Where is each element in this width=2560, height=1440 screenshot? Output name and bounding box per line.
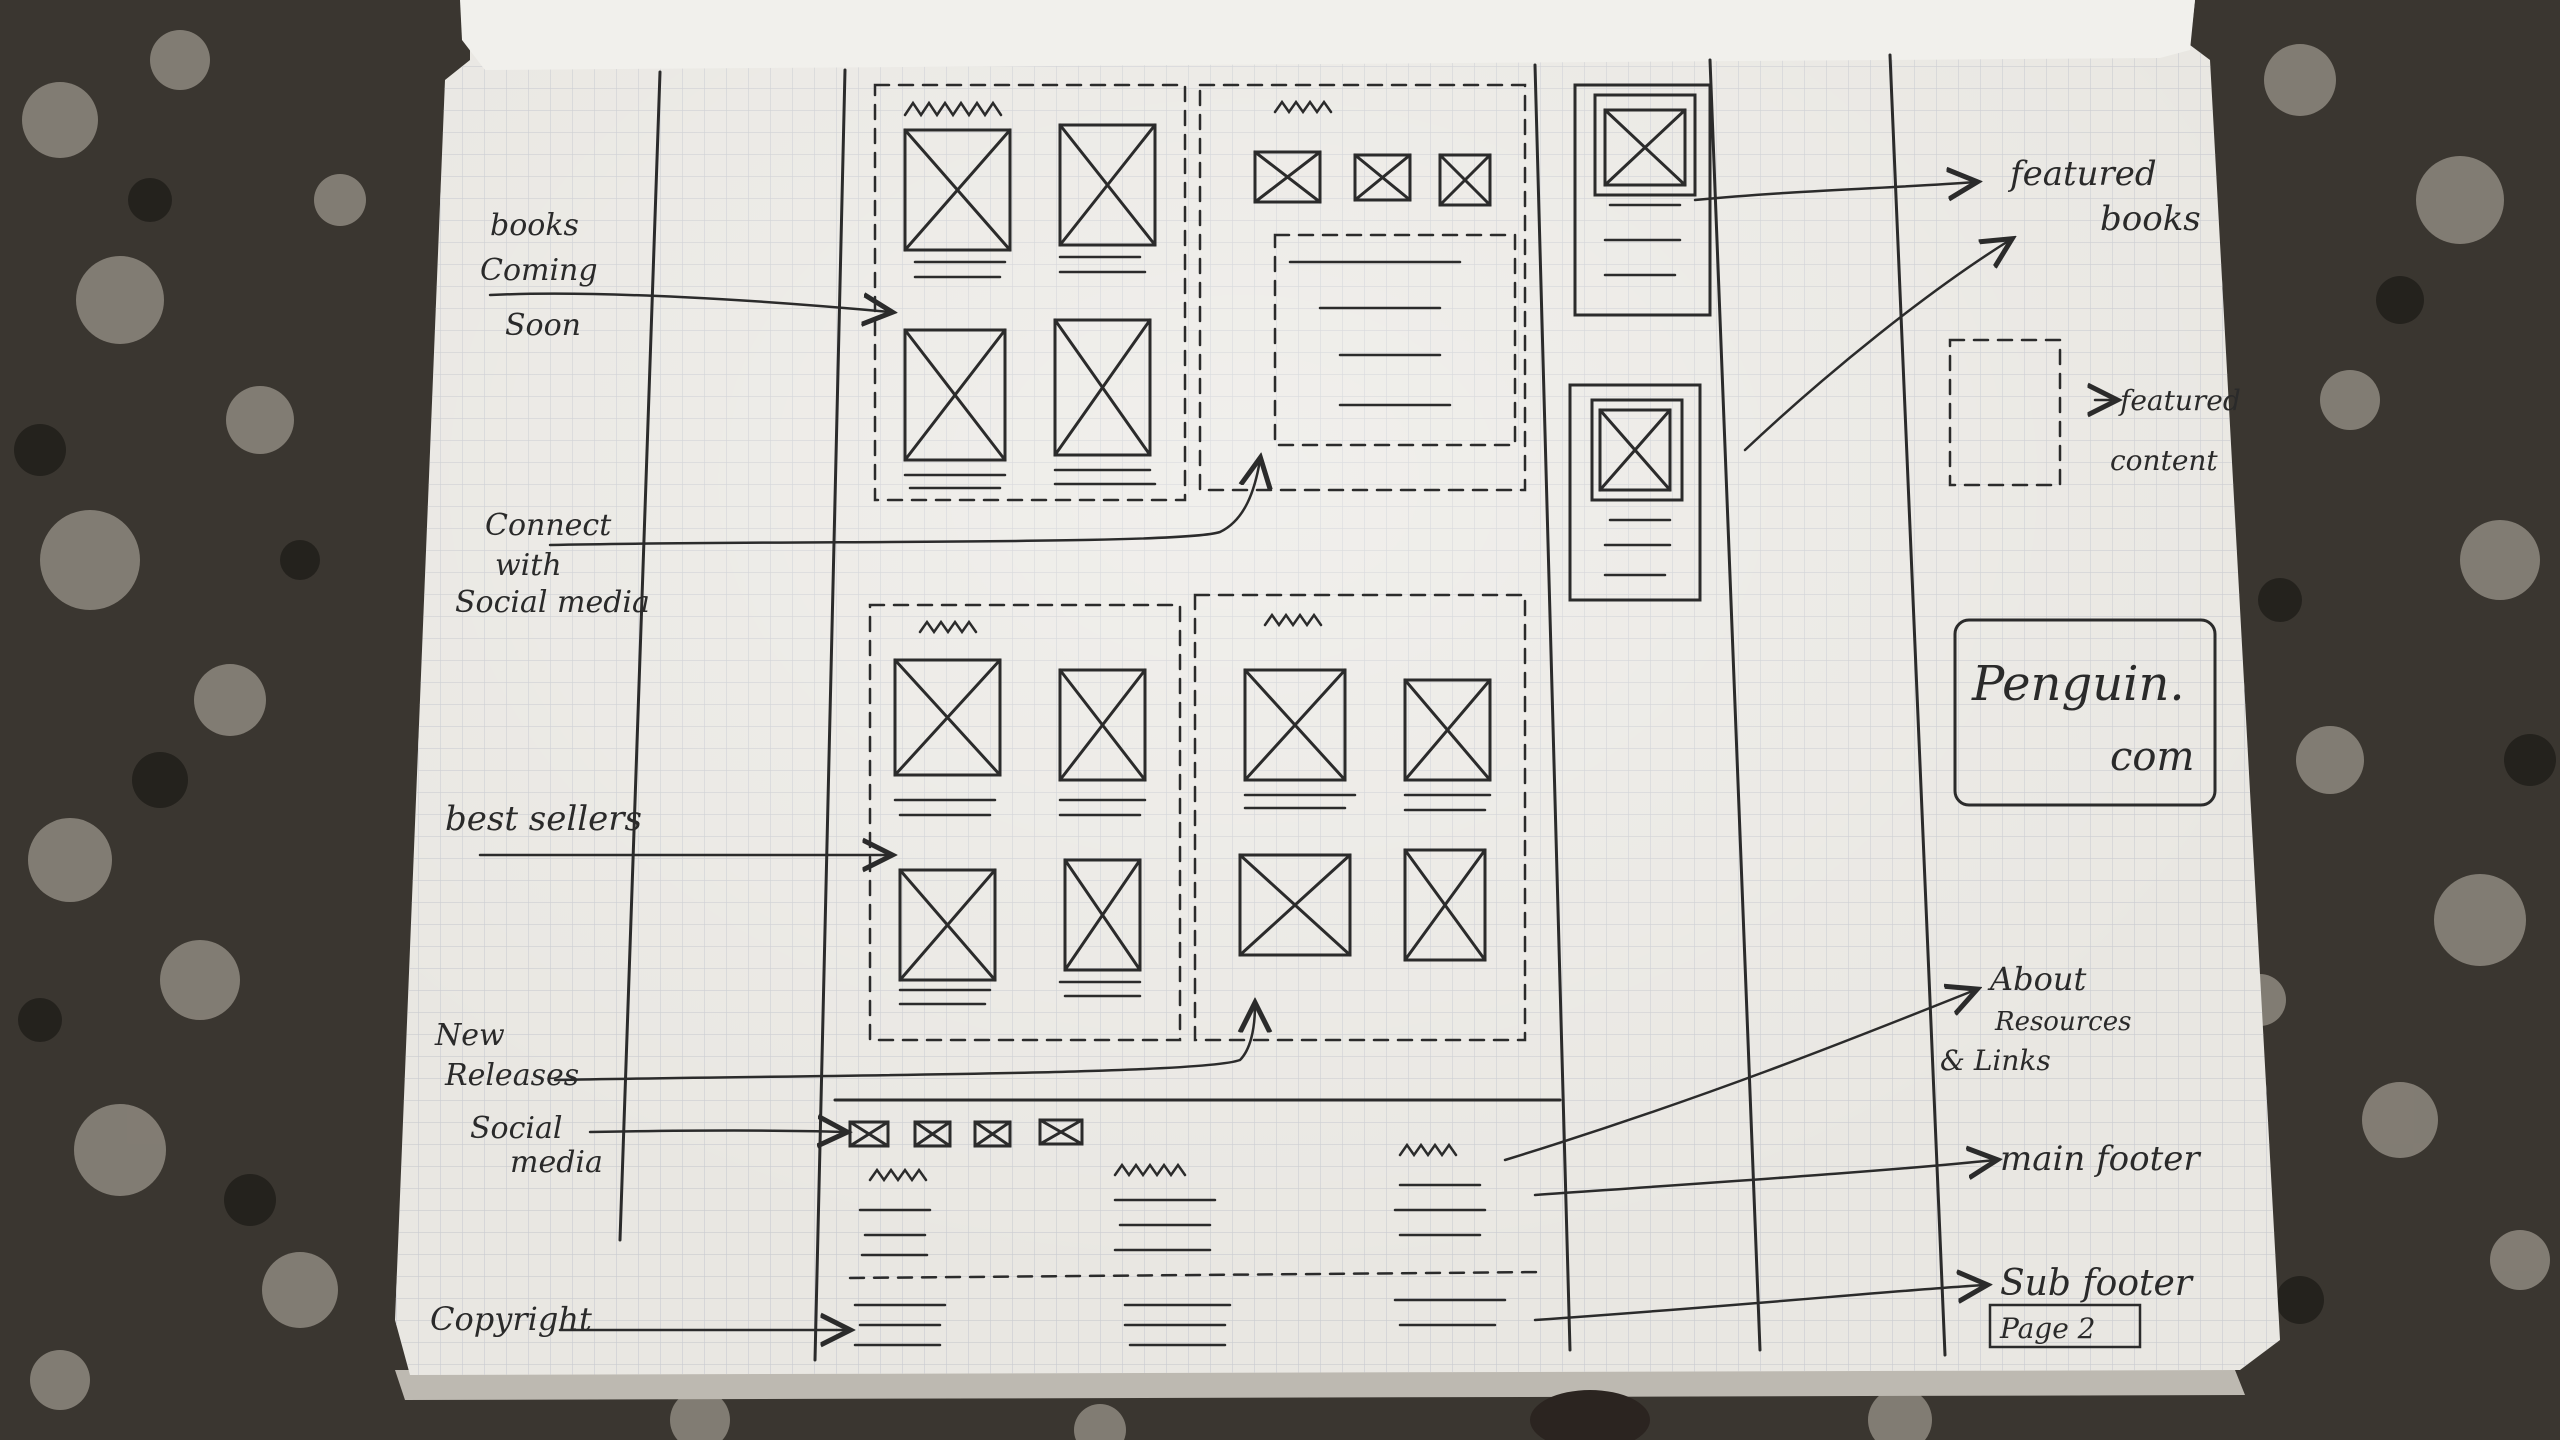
logo-text-com: com [2110,734,2194,780]
label-featured: featured [2007,154,2157,194]
label-connect: Connect [485,508,612,543]
page-right-line [1888,53,1947,1357]
image-placeholder [1053,318,1152,457]
new-releases-box [1193,593,1527,1042]
label-featured-2: featured [2118,384,2241,417]
image-placeholder [1598,408,1672,492]
image-placeholder [1353,153,1412,202]
featured-book-inner [1593,93,1697,197]
upper-page [460,0,2195,70]
image-placeholder [893,658,1002,777]
label-about: About [1987,960,2086,998]
label-new: New [434,1018,505,1053]
page-edge [395,1370,2245,1400]
featured-book-inner [1590,398,1684,502]
label-books-coming-soon-2: Coming [480,253,598,288]
sidebar-right-line [1708,58,1762,1352]
label-main-footer: main footer [2000,1139,2201,1179]
label-resources: Resources [1994,1007,2131,1037]
image-placeholder [1438,153,1492,207]
text-lines [853,203,1682,1347]
image-placeholder [1603,108,1687,187]
content-right-line [1533,63,1572,1352]
label-links: & Links [1940,1044,2051,1077]
section-boxes [848,83,2062,1280]
social-icon-placeholder [913,1120,952,1148]
label-books-coming-soon-3: Soon [505,308,581,343]
annotations: books Coming Soon Connect with Social me… [430,154,2241,1349]
left-margin-line [618,70,662,1242]
label-page: Page 2 [1999,1312,2095,1345]
logo-text: Penguin. [1971,656,2185,712]
logo-box [1953,618,2217,807]
image-placeholder [903,328,1007,462]
image-placeholder [1063,858,1142,972]
label-sub-footer: Sub footer [2000,1263,2194,1304]
label-content: content [2110,444,2218,477]
foot [1530,1390,1650,1440]
bestsellers-box [868,603,1182,1042]
image-placeholder [1058,123,1157,247]
label-social-media: Social media [455,585,650,620]
social-connect-box [1198,83,1527,492]
wireframe-sketch [478,53,2217,1362]
image-placeholder [1238,853,1352,957]
featured-content-box [1948,338,2062,487]
image-placeholder [1403,678,1492,782]
label-best-sellers: best sellers [445,799,642,839]
social-feed-box [1273,233,1517,447]
label-books-coming-soon: books [490,208,579,243]
subfooter-dashed-line [848,1270,1547,1280]
label-releases: Releases [444,1058,579,1093]
image-placeholder [1058,668,1147,782]
annotation-arrows [478,182,2115,1330]
label-social: Social [470,1111,563,1146]
label-books: books [2100,199,2201,239]
image-placeholders [848,108,1687,1148]
image-placeholder [1253,150,1322,204]
image-placeholder [903,128,1012,252]
label-media: media [510,1145,603,1180]
heading-squiggles [868,99,1458,1183]
label-with: with [495,548,562,583]
image-placeholder [1403,848,1487,962]
social-icon-placeholder [1038,1118,1084,1146]
image-placeholder [898,868,997,982]
image-placeholder [1243,668,1347,782]
coming-soon-box [873,83,1187,502]
social-icon-placeholder [973,1120,1012,1148]
featured-book-card [1573,83,1712,317]
label-copyright: Copyright [430,1300,592,1338]
featured-book-card [1568,383,1702,602]
page-label-box [1988,1303,2142,1349]
